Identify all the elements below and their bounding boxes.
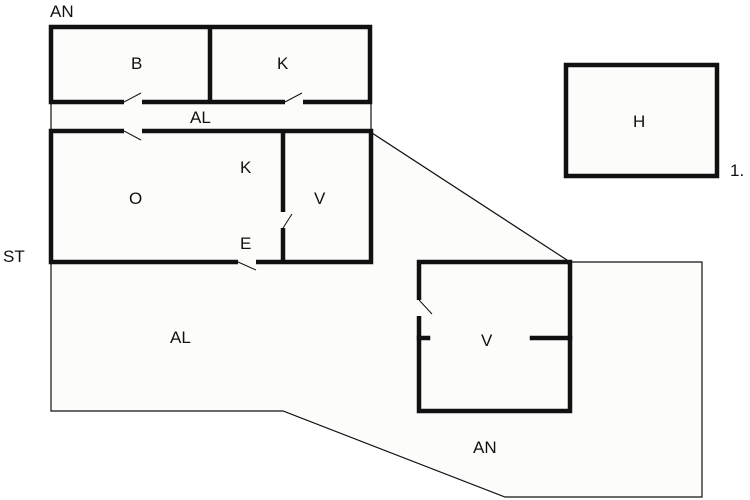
separate-building-walls [416,259,573,414]
label-b: B [131,54,142,73]
label-v-separate: V [481,331,493,350]
room-k-top [209,26,371,103]
label-k-mid: K [240,158,252,177]
label-o: O [129,189,142,208]
label-k-top: K [277,54,289,73]
building-h-walls [563,62,720,179]
door-leaf-v-main [282,213,293,229]
label-st: ST [3,247,25,266]
label-v-main: V [314,189,326,208]
main-block-walls [48,128,374,265]
label-an-top: AN [50,2,74,21]
room-v-main [282,130,372,263]
door-leaf-main-top [123,130,142,141]
door-leaf-v-separate [418,299,433,315]
corridor-area-al [50,101,372,132]
door-leaf-k-top [284,92,303,103]
label-al-corridor: AL [190,108,211,127]
door-leaf-entrance [237,261,257,271]
label-an-bottom: AN [473,438,497,457]
label-al-bottom: AL [170,328,191,347]
label-one: 1. [730,161,744,180]
label-h: H [633,112,645,131]
label-e: E [240,234,251,253]
upper-wing-walls [48,24,373,105]
door-leaf-b [123,92,142,103]
